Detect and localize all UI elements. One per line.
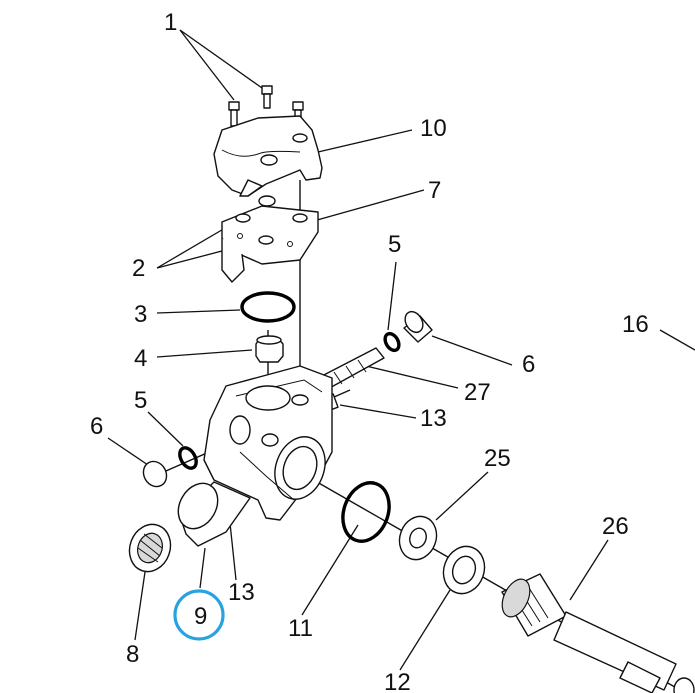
- inlet-elbow: [177, 481, 251, 547]
- piston-26: [501, 573, 695, 693]
- callout-labels: 1 10 7 5 2 3 16 4 6 27 5 13 6 25 26 13 9…: [90, 9, 649, 693]
- plunger-right: [317, 310, 433, 391]
- callout-1: 1: [164, 9, 177, 36]
- callout-8: 8: [126, 641, 139, 668]
- callout-6-right: 6: [522, 351, 535, 378]
- leader-lines: [107, 29, 695, 671]
- valve-plate: [221, 195, 319, 283]
- callout-25: 25: [484, 445, 511, 472]
- callout-11: 11: [288, 615, 313, 642]
- spacer-25: [398, 515, 438, 561]
- seal-12: [442, 545, 486, 595]
- o-ring-11: [341, 481, 391, 543]
- callout-13-lower: 13: [228, 579, 255, 606]
- strainer: [128, 523, 172, 573]
- callout-26: 26: [602, 513, 629, 540]
- callout-13-upper: 13: [420, 405, 447, 432]
- callout-9: 9: [194, 603, 207, 630]
- callout-27: 27: [464, 379, 491, 406]
- seal-left: [178, 446, 198, 470]
- top-bracket: [213, 115, 323, 197]
- callout-4: 4: [134, 345, 147, 372]
- cap-left: [142, 460, 168, 488]
- screw-1a: [228, 101, 240, 127]
- callout-16: 16: [622, 311, 649, 338]
- callout-5-right: 5: [388, 231, 401, 258]
- callout-5-left: 5: [134, 387, 147, 414]
- callout-7: 7: [428, 177, 441, 204]
- callout-10: 10: [420, 115, 447, 142]
- screw-1b: [261, 85, 273, 109]
- callout-6-left: 6: [90, 413, 103, 440]
- callout-12: 12: [384, 669, 411, 693]
- callout-2: 2: [132, 255, 145, 282]
- o-ring-3: [240, 291, 296, 323]
- callout-3: 3: [134, 301, 147, 328]
- nut-4: [255, 335, 284, 363]
- highlight-ring: [173, 589, 225, 641]
- pump-head-body: [203, 365, 333, 521]
